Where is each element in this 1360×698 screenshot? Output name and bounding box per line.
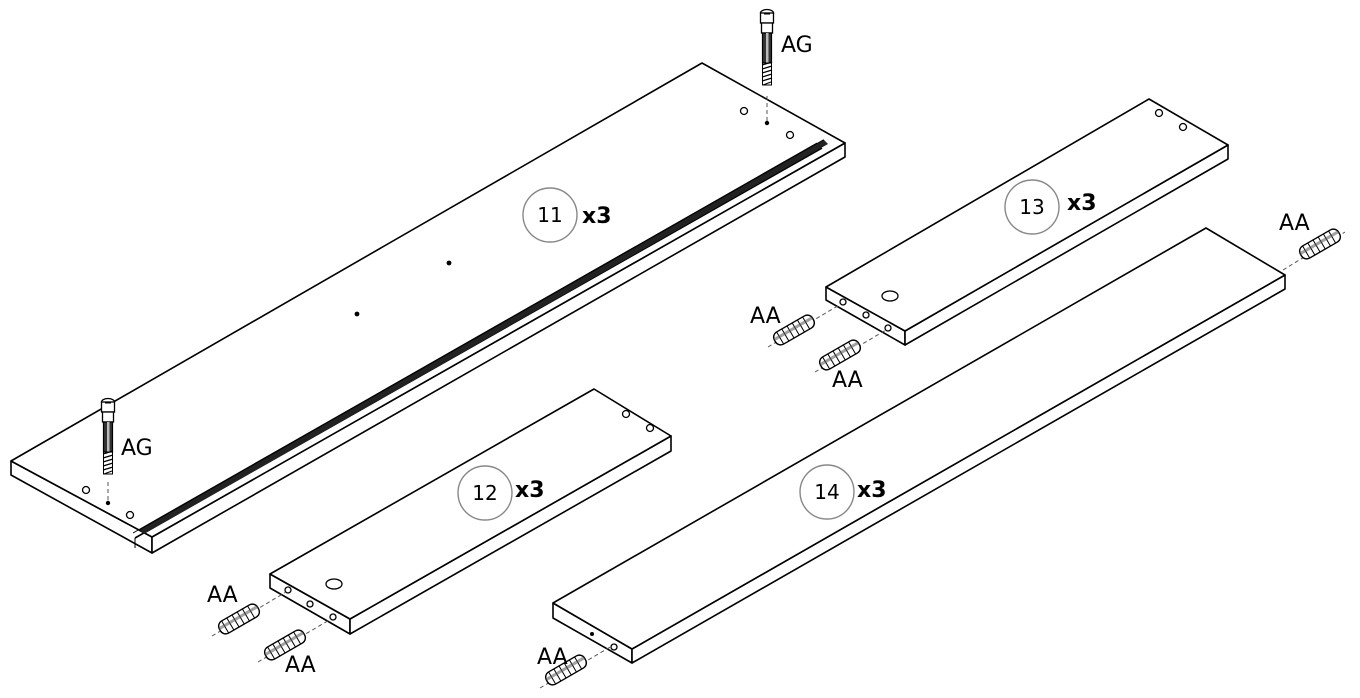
part-13-badge: 13 x3 bbox=[1004, 179, 1097, 235]
panel-14 bbox=[552, 227, 1286, 664]
part-11-badge: 11 x3 bbox=[522, 187, 612, 243]
part-12-number: 12 bbox=[472, 481, 497, 505]
part-12-badge: 12 x3 bbox=[457, 465, 545, 521]
dowel-label-13-b: AA bbox=[832, 368, 863, 393]
dowel-label-13-a: AA bbox=[750, 304, 781, 329]
part-14-badge: 14 x3 bbox=[799, 464, 887, 520]
part-11-number: 11 bbox=[537, 203, 562, 227]
cam-bolt-left bbox=[100, 397, 116, 502]
panel-11 bbox=[10, 62, 846, 554]
dowel-13-b bbox=[814, 329, 887, 373]
part-12-quantity: x3 bbox=[515, 478, 545, 503]
dowel-14-b bbox=[1282, 226, 1346, 271]
dowel-12-b bbox=[257, 618, 332, 663]
dowel-13-a bbox=[767, 303, 842, 348]
dowel-label-14-a: AA bbox=[537, 645, 568, 670]
dowel-12-a bbox=[211, 591, 287, 637]
part-11-quantity: x3 bbox=[582, 204, 612, 229]
cam-bolt-label-top: AG bbox=[781, 33, 813, 58]
dowel-label-12-a: AA bbox=[207, 583, 238, 608]
part-14-quantity: x3 bbox=[857, 478, 887, 503]
cam-bolt-label-left: AG bbox=[121, 436, 153, 461]
cam-bolt-top bbox=[759, 8, 775, 122]
dowel-label-14-b: AA bbox=[1279, 211, 1310, 236]
dowel-label-12-b: AA bbox=[285, 653, 316, 678]
part-13-quantity: x3 bbox=[1067, 191, 1097, 216]
part-13-number: 13 bbox=[1019, 195, 1044, 219]
part-14-number: 14 bbox=[814, 480, 839, 504]
